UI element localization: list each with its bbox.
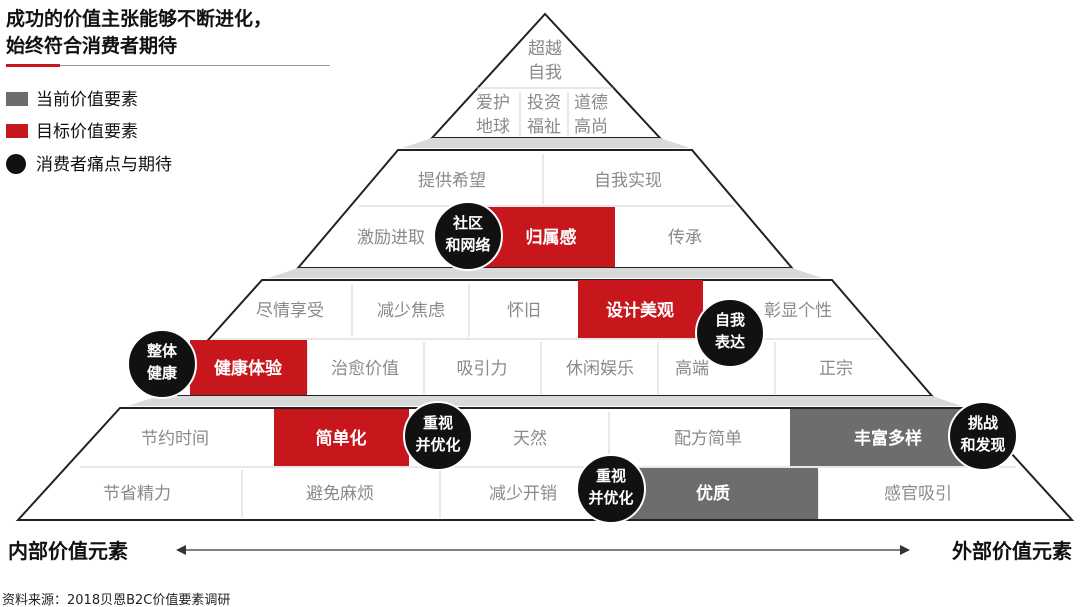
element-design-target: [578, 280, 703, 338]
element-attractiveness: 吸引力: [457, 359, 508, 379]
bubble-challenge-discovery: 挑战 和发现: [948, 401, 1018, 471]
element-invest-line2: 福祉: [527, 117, 561, 137]
title-line-1: 成功的价值主张能够不断进化，: [6, 7, 272, 30]
element-quality-current: [628, 468, 818, 519]
bubble-simplify-line1: 重视: [423, 414, 453, 432]
element-fun: 尽情享受: [256, 301, 324, 321]
tier-social-impact: 超越 自我 爱护 地球 投资 福祉 道德 高尚: [402, 12, 690, 148]
tier-life-ledge: [268, 268, 822, 278]
tier-emotional: 尽情享受 减少焦虑 怀旧 设计美观 彰显个性 健康体验 治愈价值 吸引力 休闲娱…: [128, 279, 962, 406]
bubble-challenge-line1: 挑战: [968, 414, 998, 432]
element-design: 设计美观: [606, 300, 674, 321]
element-invest-line1: 投资: [527, 93, 561, 113]
title-underline-accent: [6, 64, 60, 67]
bubble-community: 社区 和网络: [433, 201, 503, 271]
element-transcendence-line1: 超越: [528, 39, 562, 59]
element-ethics-line1: 道德: [574, 93, 608, 113]
bubble-quality-optimize: 重视 并优化: [576, 454, 646, 524]
bubble-community-line2: 和网络: [445, 236, 490, 254]
bubble-wellness-line2: 健康: [147, 364, 178, 382]
bubble-wellness-circle: [127, 329, 197, 399]
bubble-quality-line2: 并优化: [588, 489, 633, 507]
element-self-actualization: 自我实现: [594, 171, 662, 191]
bubble-self-expression: 自我 表达: [695, 298, 765, 368]
element-simple-formula: 配方简单: [674, 429, 742, 449]
element-quality: 优质: [696, 483, 730, 504]
legend-swatch-current: [6, 92, 28, 106]
tier-social-ledge: [402, 138, 690, 148]
legend-pain-label: 消费者痛点与期待: [36, 155, 172, 175]
bubble-simplify-circle: [403, 401, 473, 471]
title-underline: [60, 65, 330, 66]
element-entertainment: 休闲娱乐: [566, 359, 634, 379]
element-badge-value: 彰显个性: [764, 301, 832, 321]
element-reduce-anxiety: 减少焦虑: [377, 301, 445, 321]
element-nostalgia: 怀旧: [507, 301, 541, 321]
bubble-challenge-circle: [948, 401, 1018, 471]
element-wellness-target: [190, 340, 307, 395]
element-planet-line2: 地球: [476, 117, 510, 137]
bubble-self-expression-circle: [695, 298, 765, 368]
element-reduces-cost: 减少开销: [489, 484, 557, 504]
element-motivation: 激励进取: [357, 228, 425, 248]
bubble-wellness-line1: 整体: [147, 342, 178, 360]
bubble-quality-circle: [576, 454, 646, 524]
bubble-community-line1: 社区: [452, 214, 483, 232]
element-authentic: 正宗: [819, 359, 853, 379]
element-saves-time: 节约时间: [141, 429, 209, 449]
bubble-community-circle: [433, 201, 503, 271]
legend-swatch-target: [6, 124, 28, 138]
element-reduces-effort: 节省精力: [103, 484, 171, 504]
element-simplifies: 简单化: [316, 428, 367, 449]
element-premium: 高端: [675, 359, 709, 379]
axis-arrow-right: [900, 545, 910, 555]
element-avoids-hassles: 避免麻烦: [306, 484, 374, 504]
element-sensory-appeal: 感官吸引: [884, 484, 952, 504]
bubble-simplify-optimize: 重视 并优化: [403, 401, 473, 471]
tier-life-changing: 提供希望 自我实现 激励进取 归属感 传承: [268, 149, 822, 278]
axis-right-label: 外部价值元素: [952, 539, 1072, 563]
element-hope: 提供希望: [418, 171, 486, 191]
legend-current-label: 当前价值要素: [36, 90, 138, 110]
tier-emotional-ledge: [128, 396, 962, 406]
legend-target-label: 目标价值要素: [36, 122, 138, 142]
title-line-2: 始终符合消费者期待: [6, 34, 177, 57]
element-wellness: 健康体验: [214, 358, 283, 379]
legend-swatch-pain: [6, 154, 26, 174]
element-variety-current: [790, 409, 970, 466]
element-ethics-line2: 高尚: [574, 117, 608, 137]
element-therapeutic: 治愈价值: [331, 359, 399, 379]
element-natural: 天然: [513, 429, 547, 449]
element-planet-line1: 爱护: [476, 93, 510, 113]
source-note: 资料来源：2018贝恩B2C价值要素调研: [2, 592, 230, 607]
element-heirloom: 传承: [668, 228, 702, 248]
axis-left-label: 内部价值元素: [8, 539, 128, 563]
axis-arrow-left: [176, 545, 186, 555]
bubble-quality-line1: 重视: [596, 467, 626, 485]
element-simplify-target: [274, 409, 409, 466]
bubble-self-expression-line1: 自我: [715, 311, 745, 329]
element-transcendence-line2: 自我: [528, 63, 562, 83]
element-variety: 丰富多样: [854, 428, 922, 449]
bubble-challenge-line2: 和发现: [960, 436, 1005, 454]
element-belonging: 归属感: [526, 227, 577, 248]
tier-functional: 节约时间 简单化 天然 配方简单 丰富多样 节省精力 避免麻烦 减少开销 优质 …: [15, 407, 1075, 521]
bubble-self-expression-line2: 表达: [715, 333, 745, 351]
bubble-wellness: 整体 健康: [127, 329, 197, 399]
bubble-simplify-line2: 并优化: [415, 436, 460, 454]
